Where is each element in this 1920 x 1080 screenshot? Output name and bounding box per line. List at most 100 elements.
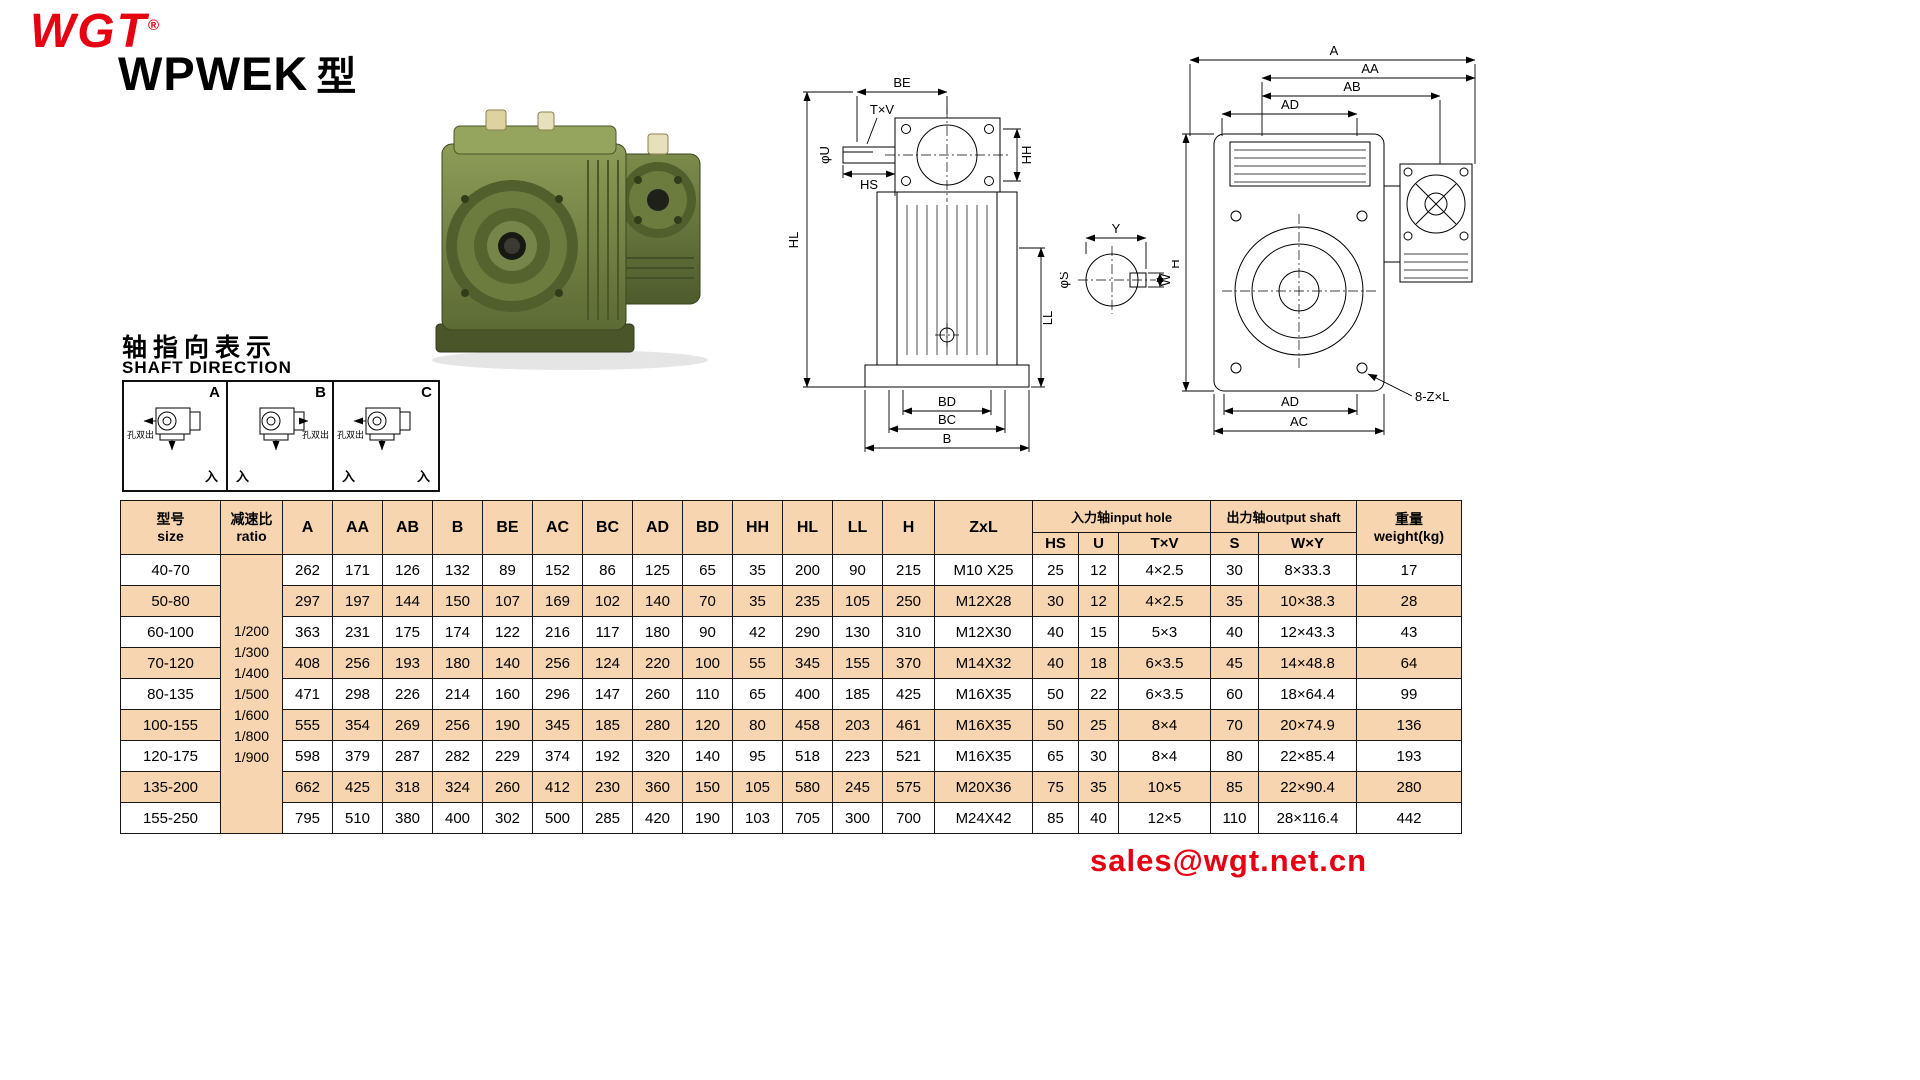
cell: 408 xyxy=(282,647,333,679)
model-name: WPWEK xyxy=(118,47,309,100)
cell: 282 xyxy=(432,740,483,772)
input-direction-text: 入 xyxy=(204,469,218,484)
col-header-dim: AA xyxy=(332,500,383,555)
cell: 4×2.5 xyxy=(1117,554,1212,586)
cell: 256 xyxy=(532,647,583,679)
cell: 280 xyxy=(632,709,683,741)
cell: 152 xyxy=(532,554,583,586)
dim-label-zxl: 8-Z×L xyxy=(1415,389,1449,404)
cell: 64 xyxy=(1356,647,1463,679)
registered-mark: ® xyxy=(147,17,162,34)
cell: 200 xyxy=(782,554,833,586)
cell: 226 xyxy=(382,678,433,710)
cell: 290 xyxy=(782,616,833,648)
dim-label-ll: LL xyxy=(1040,311,1055,325)
panel-label: A xyxy=(209,384,220,401)
cell: 150 xyxy=(682,771,733,803)
col-header-wy: W×Y xyxy=(1258,532,1358,555)
cell: 40 xyxy=(1032,616,1079,648)
cell: 40-70 xyxy=(120,554,221,586)
cell: 310 xyxy=(882,616,935,648)
cell: 300 xyxy=(832,802,883,834)
cell: 40 xyxy=(1032,647,1079,679)
cell: 124 xyxy=(582,647,633,679)
cell: 70-120 xyxy=(120,647,221,679)
col-header-dim: H xyxy=(882,500,935,555)
cell: M16X35 xyxy=(934,740,1033,772)
cell: 144 xyxy=(382,585,433,617)
cell: 17 xyxy=(1356,554,1463,586)
shaft-direction-title-en: SHAFT DIRECTION xyxy=(122,358,292,377)
shaft-direction-title-cn: 轴指向表示 xyxy=(122,334,278,362)
cell: 12×5 xyxy=(1117,802,1212,834)
cell: 521 xyxy=(882,740,935,772)
col-group-input-hole: 入力轴input hole xyxy=(1031,500,1212,533)
cell: 8×4 xyxy=(1117,709,1212,741)
shaft-direction-panel-c: C 孔双出 入 入 xyxy=(334,380,440,492)
cell: 130 xyxy=(832,616,883,648)
cell: 140 xyxy=(682,740,733,772)
cell: 30 xyxy=(1078,740,1119,772)
cell: 4×2.5 xyxy=(1117,585,1212,617)
cell: 126 xyxy=(382,554,433,586)
cell: 147 xyxy=(582,678,633,710)
cell: 220 xyxy=(632,647,683,679)
cell: 256 xyxy=(432,709,483,741)
cell: 185 xyxy=(582,709,633,741)
cell: 99 xyxy=(1356,678,1463,710)
cell: 229 xyxy=(482,740,533,772)
cell: M16X35 xyxy=(934,678,1033,710)
cell: 65 xyxy=(682,554,733,586)
cell: 35 xyxy=(732,585,783,617)
cell: 287 xyxy=(382,740,433,772)
hole-direction-text: 孔双出 xyxy=(127,430,155,440)
cell: 363 xyxy=(282,616,333,648)
cell: 700 xyxy=(882,802,935,834)
cell: 171 xyxy=(332,554,383,586)
cell: 12×43.3 xyxy=(1258,616,1358,648)
cell: 132 xyxy=(432,554,483,586)
cell: 280 xyxy=(1356,771,1463,803)
cell: 70 xyxy=(682,585,733,617)
cell: 174 xyxy=(432,616,483,648)
cell: 10×5 xyxy=(1117,771,1212,803)
cell: 190 xyxy=(682,802,733,834)
dim-label-aa: AA xyxy=(1361,61,1379,76)
cell: 442 xyxy=(1356,802,1463,834)
cell: 420 xyxy=(632,802,683,834)
cell: 231 xyxy=(332,616,383,648)
col-group-output-shaft: 出力轴output shaft xyxy=(1210,500,1358,533)
cell: 30 xyxy=(1032,585,1079,617)
col-header-hs: HS xyxy=(1032,532,1079,555)
cell: 22×85.4 xyxy=(1258,740,1358,772)
cell: 245 xyxy=(832,771,883,803)
cell: 85 xyxy=(1210,771,1260,803)
cell: 50-80 xyxy=(120,585,221,617)
cell: 598 xyxy=(282,740,333,772)
cell: 471 xyxy=(282,678,333,710)
cell: 6×3.5 xyxy=(1117,647,1212,679)
cell: 203 xyxy=(832,709,883,741)
col-header-dim: LL xyxy=(832,500,883,555)
cell: 324 xyxy=(432,771,483,803)
dim-label-a: A xyxy=(1330,46,1339,58)
cell: 90 xyxy=(682,616,733,648)
dim-label-w: W xyxy=(1158,273,1172,286)
cell: 8×4 xyxy=(1117,740,1212,772)
cell: 412 xyxy=(532,771,583,803)
cell: 55 xyxy=(732,647,783,679)
model-type-suffix: 型 xyxy=(316,55,358,99)
dim-label-be: BE xyxy=(893,75,911,90)
cell: 43 xyxy=(1356,616,1463,648)
dim-label-y: Y xyxy=(1112,221,1121,236)
cell: 35 xyxy=(732,554,783,586)
shaft-direction-panels: A 孔双出 入 B 孔双出 入 xyxy=(122,380,440,492)
cell: 345 xyxy=(532,709,583,741)
cell: 6×3.5 xyxy=(1117,678,1212,710)
